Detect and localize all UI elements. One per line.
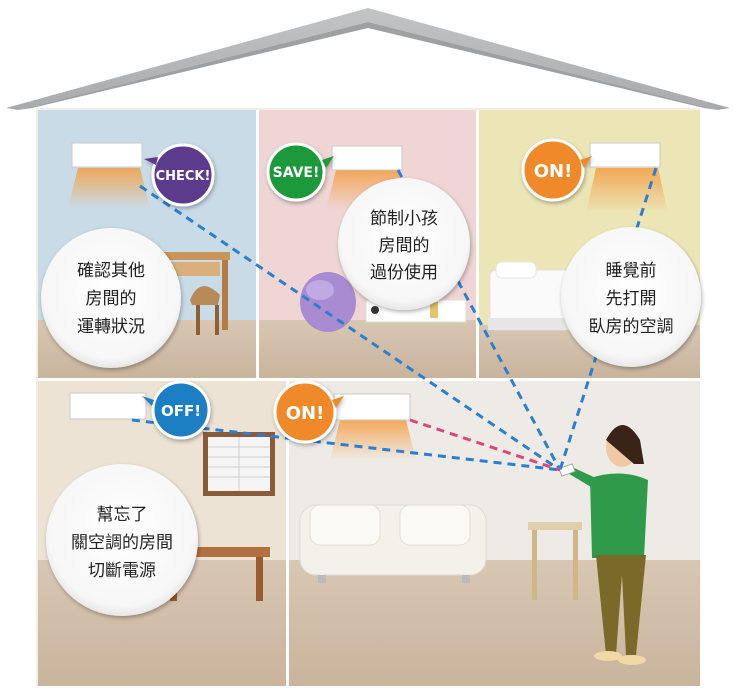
ac-unit-top-mid xyxy=(331,145,403,171)
ac-unit-top-left xyxy=(71,142,143,168)
bed xyxy=(488,261,572,331)
svg-text:OFF!: OFF! xyxy=(161,402,201,420)
svg-text:先打開: 先打開 xyxy=(606,289,657,309)
window-and-table xyxy=(164,432,275,601)
badge-off: OFF! xyxy=(142,380,211,440)
sofa-and-side-table xyxy=(299,504,582,600)
svg-text:節制小孩: 節制小孩 xyxy=(370,209,438,229)
badges: CHECK! SAVE! ON! OFF! ON! xyxy=(142,138,592,444)
svg-text:過份使用: 過份使用 xyxy=(370,262,438,283)
badge-on-bottom: ON! xyxy=(273,380,344,444)
woman-with-remote xyxy=(558,425,648,665)
badge-check: CHECK! xyxy=(144,143,215,207)
bubble-top-left: 確認其他 房間的 運轉狀況 xyxy=(41,228,181,368)
svg-text:CHECK!: CHECK! xyxy=(156,169,211,184)
ac-unit-bottom-mid xyxy=(333,393,411,421)
svg-text:臥房的空調: 臥房的空調 xyxy=(589,317,674,337)
ac-unit-bottom-left xyxy=(69,392,147,420)
svg-text:睡覺前: 睡覺前 xyxy=(606,261,657,281)
roof-face xyxy=(18,22,718,110)
svg-text:房間的: 房間的 xyxy=(379,236,430,256)
svg-text:運轉狀況: 運轉狀況 xyxy=(77,317,145,337)
bubble-top-mid: 節制小孩 房間的 過份使用 xyxy=(338,178,470,310)
svg-text:ON!: ON! xyxy=(286,403,325,424)
badge-save: SAVE! xyxy=(266,142,334,202)
svg-text:房間的: 房間的 xyxy=(86,289,137,309)
svg-text:SAVE!: SAVE! xyxy=(273,165,320,181)
svg-text:切斷電源: 切斷電源 xyxy=(88,561,156,581)
bubble-top-right: 睡覺前 先打開 臥房的空調 xyxy=(561,227,701,367)
bubble-bottom-left: 幫忘了 關空調的房間 切斷電源 xyxy=(46,464,198,616)
svg-text:關空調的房間: 關空調的房間 xyxy=(71,533,173,553)
svg-text:ON!: ON! xyxy=(534,161,573,182)
svg-text:確認其他: 確認其他 xyxy=(77,261,145,281)
ac-unit-top-right xyxy=(589,142,661,168)
badge-on-top: ON! xyxy=(521,138,592,202)
svg-text:幫忘了: 幫忘了 xyxy=(97,505,148,525)
caption-bubbles: 確認其他 房間的 運轉狀況 節制小孩 房間的 過份使用 睡覺前 先打開 臥房的空… xyxy=(41,178,701,616)
